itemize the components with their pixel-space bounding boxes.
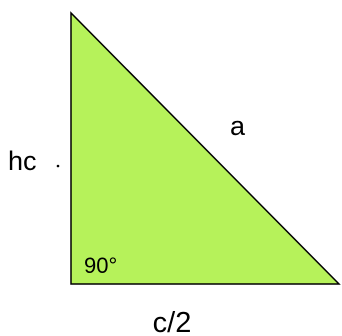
hypotenuse-label: a — [230, 111, 246, 141]
right-angle-label: 90° — [84, 253, 117, 278]
height-label: hc — [8, 146, 37, 176]
right-triangle — [70, 11, 341, 285]
height-label-dot — [56, 164, 60, 168]
base-label: c/2 — [153, 307, 192, 336]
